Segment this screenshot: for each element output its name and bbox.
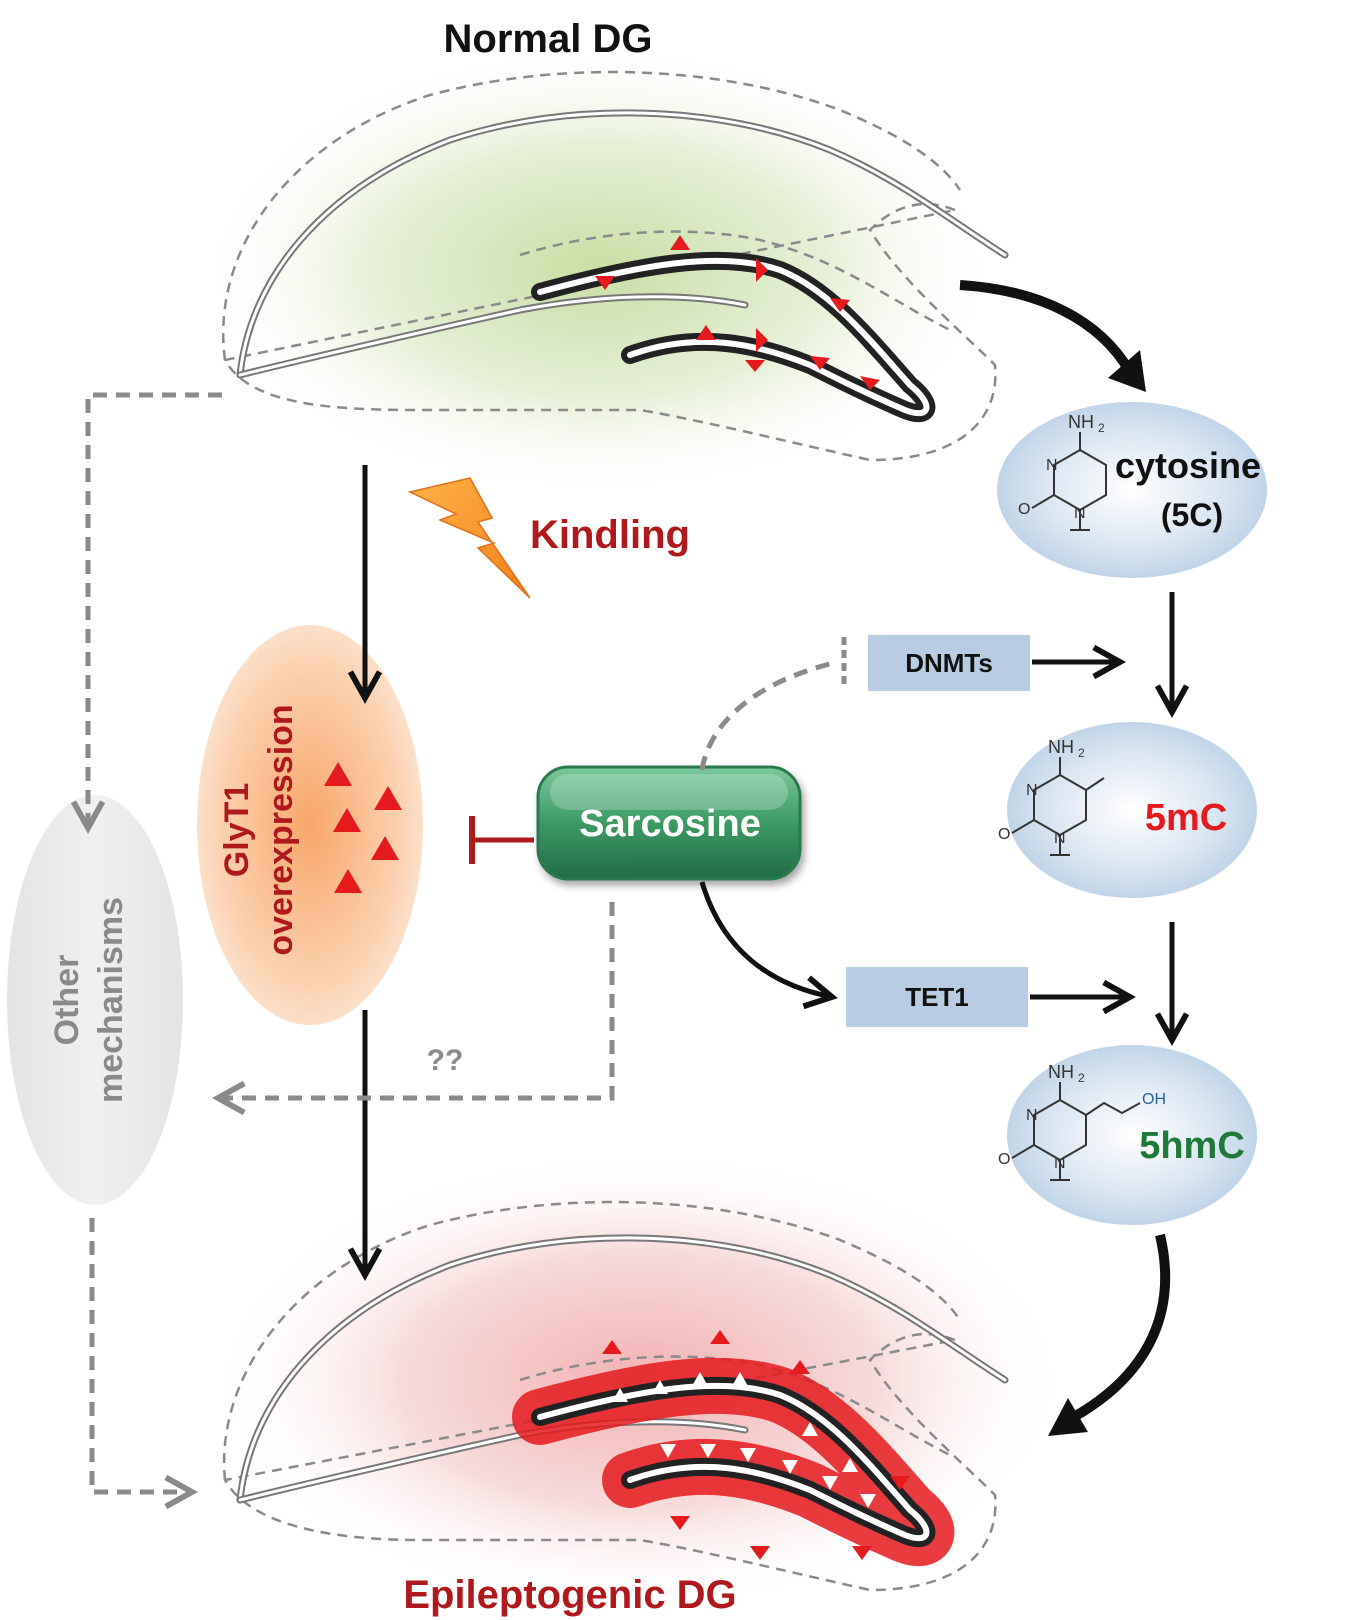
arrow-normal-to-other [88, 392, 222, 828]
other-label: Other [48, 955, 86, 1046]
svg-text:N: N [1074, 505, 1086, 522]
5mc-structure [1011, 757, 1105, 856]
sarcosine-label: Sarcosine [579, 803, 761, 845]
arrow-other-to-epileptogenic [89, 1218, 192, 1492]
connectors: ?? [88, 280, 1172, 1492]
glyt1-label: GlyT1 [218, 783, 256, 877]
svg-text:2: 2 [1098, 421, 1105, 435]
svg-text:2: 2 [1078, 746, 1085, 760]
cytosine-structure [1031, 432, 1107, 531]
epileptogenic-dg-glyt1-markers [602, 1330, 910, 1560]
5hmc-structure [1011, 1082, 1141, 1181]
svg-text:N: N [1054, 830, 1066, 847]
dnmts-box: DNMTs [868, 635, 1030, 691]
glyt1-marker-cluster [324, 762, 402, 893]
normal-dg-outline [222, 70, 997, 462]
cytosine-abbr-label: (5C) [1161, 497, 1223, 533]
epileptogenic-dg-panel: Epileptogenic DG [210, 1150, 1070, 1617]
svg-text:NH: NH [1048, 1062, 1074, 1082]
normal-dg-panel: Normal DG [190, 17, 1010, 500]
sarcosine-node: Sarcosine [536, 765, 802, 881]
arrow-5hmc-to-epileptogenic [1069, 1233, 1171, 1423]
hydroxyl-label: OH [1142, 1091, 1166, 1108]
other-mechanisms-node: Other mechanisms [7, 795, 183, 1205]
kindling-label-group: Kindling [407, 477, 690, 599]
kindling-label: Kindling [530, 513, 690, 557]
epileptogenic-dg-marker-pattern [612, 1372, 876, 1508]
arrow-normal-to-cytosine [959, 280, 1135, 375]
svg-text:NH: NH [1068, 412, 1094, 432]
epileptogenic-dg-outline [222, 1200, 997, 1592]
svg-text:N: N [1026, 782, 1038, 799]
sarcosine-inhibits-dnmts [699, 659, 839, 771]
arrow-sarcosine-to-tet1 [699, 881, 832, 997]
cytosine-node: NH 2 N N O cytosine (5C) [997, 402, 1267, 578]
svg-text:NH: NH [1048, 737, 1074, 757]
glyt1-overexpression-node: GlyT1 overexpression [197, 625, 423, 1025]
5hmc-label: 5hmC [1139, 1125, 1245, 1167]
svg-text:N: N [1046, 457, 1058, 474]
glyt1-overexpression-label: overexpression [262, 704, 300, 955]
tet1-box: TET1 [846, 967, 1028, 1027]
5hmc-node: NH 2 N N O OH 5hmC [998, 1045, 1257, 1225]
arrow-sarcosine-to-other [218, 902, 615, 1098]
normal-dg-title: Normal DG [444, 17, 653, 61]
svg-text:N: N [1026, 1107, 1038, 1124]
svg-text:O: O [1018, 501, 1030, 518]
svg-text:O: O [998, 826, 1010, 843]
tet1-label: TET1 [905, 982, 969, 1012]
svg-text:2: 2 [1078, 1071, 1085, 1085]
lightning-bolt-icon [407, 477, 531, 599]
cytosine-label: cytosine [1115, 445, 1261, 486]
mechanisms-label: mechanisms [92, 897, 130, 1103]
dnmts-label: DNMTs [905, 648, 993, 678]
unknown-link-label: ?? [427, 1044, 464, 1077]
svg-text:N: N [1054, 1155, 1066, 1172]
5mc-node: NH 2 N N O 5mC [998, 722, 1257, 898]
svg-text:O: O [998, 1151, 1010, 1168]
epileptogenic-dg-title: Epileptogenic DG [403, 1573, 736, 1617]
normal-dg-glyt1-markers [595, 235, 880, 390]
5mc-label: 5mC [1145, 797, 1227, 839]
